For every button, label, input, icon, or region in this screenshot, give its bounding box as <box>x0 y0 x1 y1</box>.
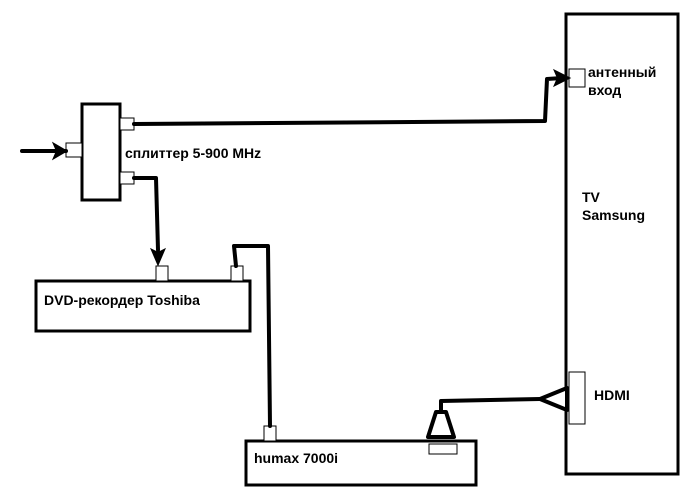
antenna-input-label-line1: антенный <box>588 64 657 80</box>
antenna-input-label-line2: вход <box>588 82 622 98</box>
dvd-input-arrowhead-icon <box>150 247 166 267</box>
humax-hdmi-port <box>428 443 458 455</box>
splitter-to-dvd-cable <box>132 176 160 252</box>
dvd-input-port <box>155 265 169 282</box>
antenna-arrowhead-icon <box>51 141 68 161</box>
tv-label-line2: Samsung <box>582 207 646 223</box>
hdmi-plug-tv <box>538 386 569 412</box>
dvd-output-port <box>230 265 244 282</box>
humax-box <box>244 439 478 487</box>
tv-antenna-port <box>568 68 586 88</box>
hdmi-label: HDMI <box>594 387 630 403</box>
humax-input-port <box>263 425 277 442</box>
splitter-output-port-top <box>119 117 135 131</box>
humax-label: humax 7000i <box>254 450 339 466</box>
splitter-input-port <box>65 142 83 158</box>
splitter-label: сплиттер 5-900 MHz <box>125 145 262 161</box>
splitter-output-port-bottom <box>119 171 135 185</box>
dvd-recorder-box <box>34 279 252 333</box>
splitter-box <box>80 102 122 202</box>
tv-label-line1: TV <box>582 189 600 205</box>
hdmi-cable <box>439 397 542 414</box>
splitter-to-tv-cable <box>132 76 564 126</box>
tv-antenna-arrowhead-icon <box>553 68 572 88</box>
dvd-recorder-label: DVD-рекордер Toshiba <box>44 292 200 308</box>
hdmi-plug-humax <box>426 410 456 439</box>
dvd-to-humax-cable <box>232 244 272 428</box>
tv-hdmi-port <box>568 371 586 425</box>
tv-box <box>564 12 680 476</box>
